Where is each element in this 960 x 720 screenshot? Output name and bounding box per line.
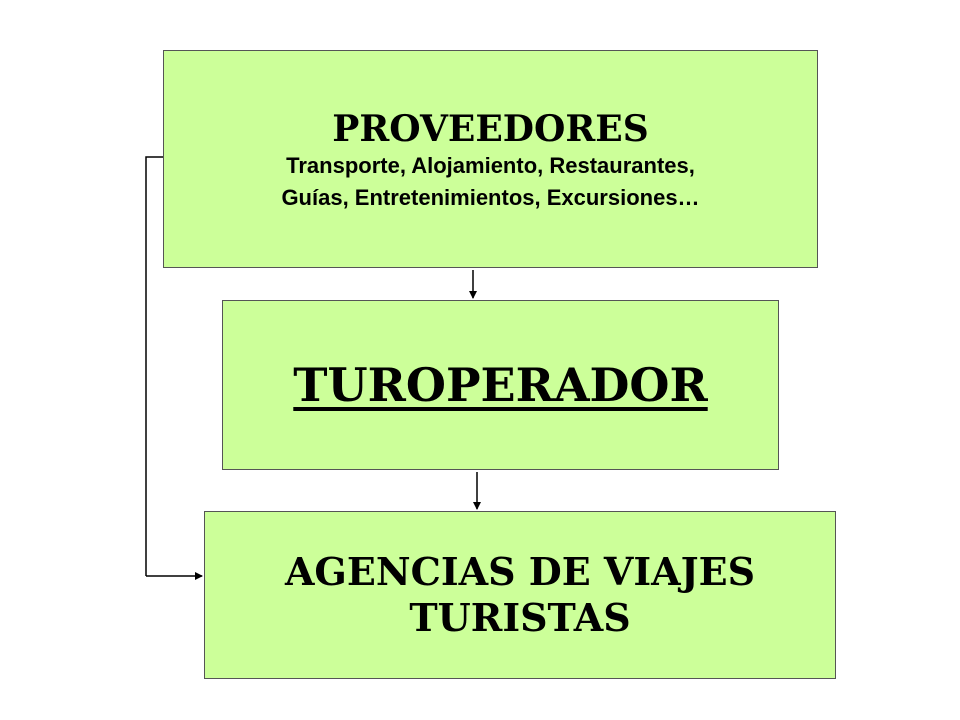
providers-title: PROVEEDORES xyxy=(332,108,649,150)
agencies-line-2: TURISTAS xyxy=(409,595,631,640)
agencies-box: AGENCIAS DE VIAJES TURISTAS xyxy=(204,511,836,679)
providers-line-1: Transporte, Alojamiento, Restaurantes, xyxy=(286,153,695,178)
operator-title: TUROPERADOR xyxy=(293,358,708,412)
providers-line-2: Guías, Entretenimientos, Excursiones… xyxy=(281,185,700,210)
operator-box: TUROPERADOR xyxy=(222,300,779,470)
providers-box: PROVEEDORES Transporte, Alojamiento, Res… xyxy=(163,50,818,268)
agencies-line-1: AGENCIAS DE VIAJES xyxy=(284,549,756,594)
bypass-connector xyxy=(145,156,163,576)
